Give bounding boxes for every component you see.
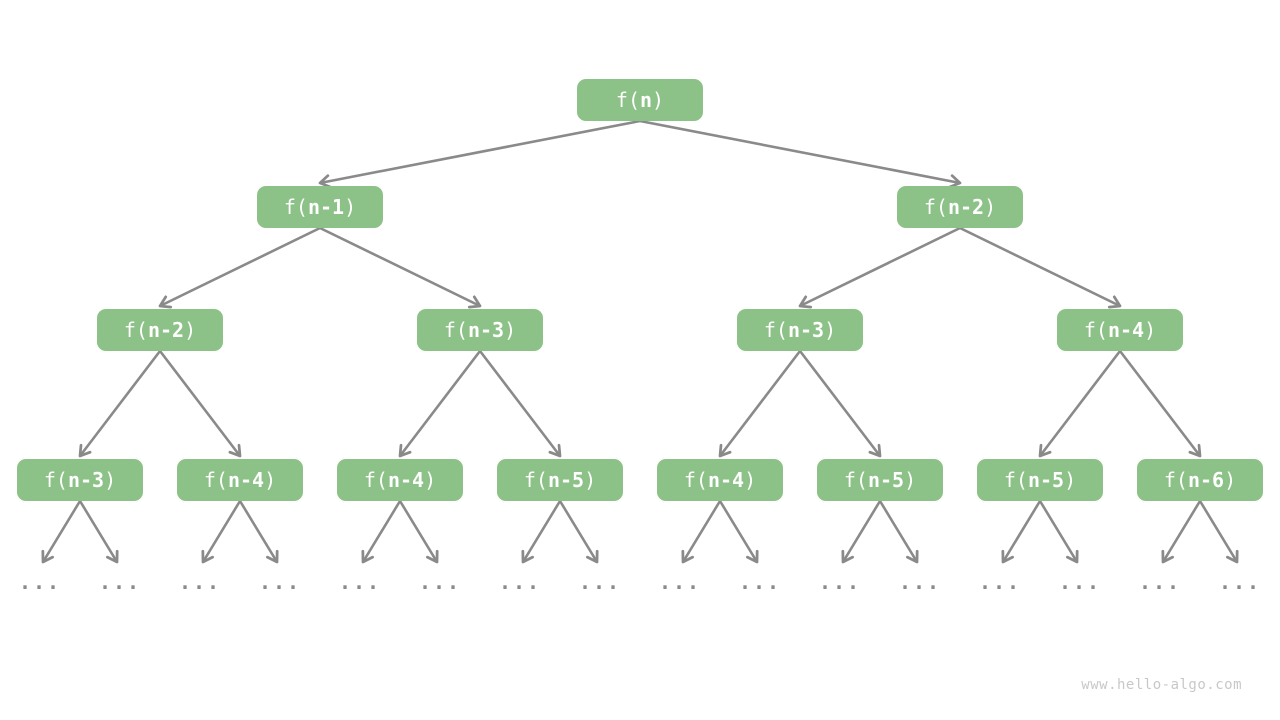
node-label: f(n-4) <box>363 468 437 492</box>
edge-arrow <box>78 500 119 564</box>
edge-arrow <box>158 350 242 458</box>
edge-arrow <box>478 350 562 458</box>
tree-node: f(n-5) <box>817 459 943 501</box>
node-label: f(n-3) <box>443 318 517 342</box>
edge-arrow <box>681 500 722 564</box>
ellipsis-leaf: ... <box>98 570 142 594</box>
edge-arrow <box>1198 500 1239 564</box>
tree-node: f(n-4) <box>1057 309 1183 351</box>
edge-arrow <box>1038 500 1079 564</box>
tree-node: f(n-4) <box>337 459 463 501</box>
ellipsis-leaf: ... <box>898 570 942 594</box>
ellipsis-leaf: ... <box>18 570 62 594</box>
tree-node: f(n-3) <box>737 309 863 351</box>
ellipsis-leaf: ... <box>498 570 542 594</box>
ellipsis-leaf: ... <box>1138 570 1182 594</box>
edge-arrow <box>718 350 802 458</box>
tree-node: f(n-4) <box>177 459 303 501</box>
node-label: f(n-2) <box>123 318 197 342</box>
tree-node: f(n-5) <box>977 459 1103 501</box>
edge-arrow <box>361 500 402 564</box>
edge-arrow <box>878 500 919 564</box>
tree-node: f(n) <box>577 79 703 121</box>
node-label: f(n-2) <box>923 195 997 219</box>
tree-node: f(n-3) <box>17 459 143 501</box>
edge-arrow <box>639 119 962 189</box>
node-label: f(n-5) <box>1003 468 1077 492</box>
tree-node: f(n-2) <box>897 186 1023 228</box>
edge-arrow <box>398 350 482 458</box>
edge-arrow <box>201 500 242 564</box>
tree-node: f(n-5) <box>497 459 623 501</box>
ellipsis-leaf: ... <box>578 570 622 594</box>
edge-arrow <box>41 500 82 564</box>
edge-arrow <box>798 226 961 309</box>
ellipsis-leaf: ... <box>178 570 222 594</box>
edge-arrow <box>398 500 439 564</box>
ellipsis-leaf: ... <box>258 570 302 594</box>
tree-node: f(n-1) <box>257 186 383 228</box>
ellipsis-leaf: ... <box>658 570 702 594</box>
node-label: f(n-4) <box>1083 318 1157 342</box>
edge-arrow <box>158 226 321 309</box>
edge-arrow <box>1161 500 1202 564</box>
watermark: www.hello-algo.com <box>1081 677 1242 693</box>
ellipsis-leaf: ... <box>338 570 382 594</box>
tree-node: f(n-6) <box>1137 459 1263 501</box>
ellipsis-leaf: ... <box>818 570 862 594</box>
ellipsis-leaf: ... <box>738 570 782 594</box>
edge-arrow <box>1001 500 1042 564</box>
node-label: f(n-1) <box>283 195 357 219</box>
ellipsis-leaf: ... <box>1218 570 1262 594</box>
edge-arrow <box>959 226 1122 309</box>
tree-node: f(n-3) <box>417 309 543 351</box>
edge-arrow <box>1118 350 1202 458</box>
edge-arrow <box>1038 350 1122 458</box>
node-label: f(n-4) <box>203 468 277 492</box>
edge-arrow <box>319 226 482 309</box>
tree-node: f(n-4) <box>657 459 783 501</box>
node-label: f(n-5) <box>523 468 597 492</box>
edge-lines-group <box>41 119 1239 564</box>
ellipsis-leaf: ... <box>1058 570 1102 594</box>
node-label: f(n-4) <box>683 468 757 492</box>
node-label: f(n-3) <box>43 468 117 492</box>
edge-arrow <box>78 350 162 458</box>
edge-arrow <box>318 119 641 189</box>
tree-node: f(n-2) <box>97 309 223 351</box>
node-label: f(n-5) <box>843 468 917 492</box>
node-label: f(n-6) <box>1163 468 1237 492</box>
ellipsis-leaf: ... <box>978 570 1022 594</box>
edge-arrow <box>841 500 882 564</box>
edge-arrow <box>558 500 599 564</box>
node-label: f(n) <box>615 88 665 112</box>
ellipsis-leaf: ... <box>418 570 462 594</box>
edge-arrow <box>798 350 882 458</box>
node-label: f(n-3) <box>763 318 837 342</box>
edge-arrow <box>521 500 562 564</box>
edge-arrow <box>718 500 759 564</box>
edge-arrow <box>238 500 279 564</box>
